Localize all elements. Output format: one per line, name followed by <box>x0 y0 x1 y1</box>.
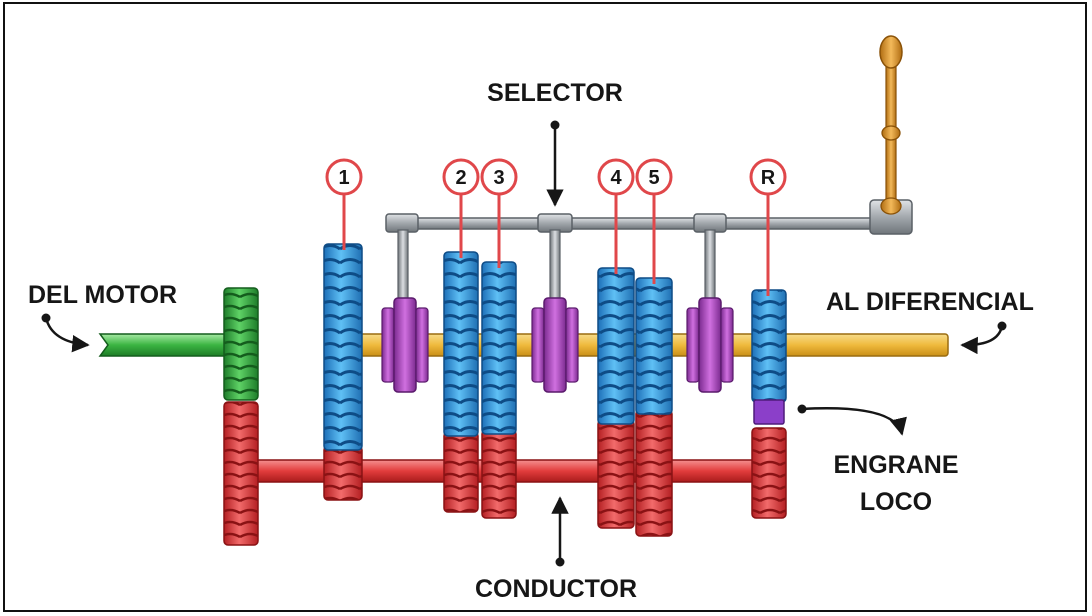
conductor-arrow <box>551 496 569 567</box>
gear-marker-5: 5 <box>635 158 673 284</box>
engrane-loco-label-line2: LOCO <box>860 488 932 516</box>
engrane-loco-label-line1: ENGRANE <box>833 451 958 479</box>
main-gear-5 <box>635 277 673 415</box>
gear-marker-2: 2 <box>442 158 480 258</box>
gear-number-5: 5 <box>648 167 659 189</box>
gear-number-4: 4 <box>610 167 622 189</box>
selector-fork-2 <box>537 213 573 303</box>
synchronizer-1 <box>381 297 429 393</box>
selector-label: SELECTOR <box>487 79 623 107</box>
counter-gear-2 <box>443 431 479 513</box>
del-motor-label: DEL MOTOR <box>28 281 177 309</box>
main-gear-3 <box>481 261 517 435</box>
idler-gear <box>753 399 785 425</box>
main-gear-1 <box>323 243 363 451</box>
al-diferencial-arrow <box>960 321 1007 355</box>
al-diferencial-label: AL DIFERENCIAL <box>826 288 1034 316</box>
gear-number-3: 3 <box>493 167 504 189</box>
input-gear <box>223 287 259 401</box>
main-gear-reverse <box>751 289 787 403</box>
input-shaft <box>98 333 229 357</box>
synchronizer-3 <box>686 297 734 393</box>
synchronizer-2 <box>531 297 579 393</box>
gear-number-1: 1 <box>338 167 349 189</box>
gear-marker-reverse: R <box>749 158 787 296</box>
del-motor-arrow <box>41 313 90 353</box>
main-gear-2 <box>443 251 479 437</box>
gear-number-2: 2 <box>455 167 466 189</box>
selector-fork-3 <box>693 213 727 303</box>
gear-lever <box>869 35 913 235</box>
counter-gear-drive <box>223 401 259 546</box>
gear-number-reverse: R <box>761 167 776 189</box>
gear-marker-4: 4 <box>597 158 635 274</box>
selector-fork-1 <box>385 213 419 303</box>
engrane-loco-arrow <box>797 404 907 436</box>
selector-arrow <box>546 120 564 207</box>
gear-marker-3: 3 <box>480 158 518 268</box>
counter-gear-5 <box>635 409 673 537</box>
counter-gear-3 <box>481 429 517 519</box>
conductor-label: CONDUCTOR <box>475 575 637 603</box>
main-gear-4 <box>597 267 635 425</box>
counter-gear-reverse <box>751 427 787 519</box>
counter-gear-4 <box>597 419 635 529</box>
gear-marker-1: 1 <box>325 158 363 250</box>
counter-gear-1 <box>323 445 363 501</box>
